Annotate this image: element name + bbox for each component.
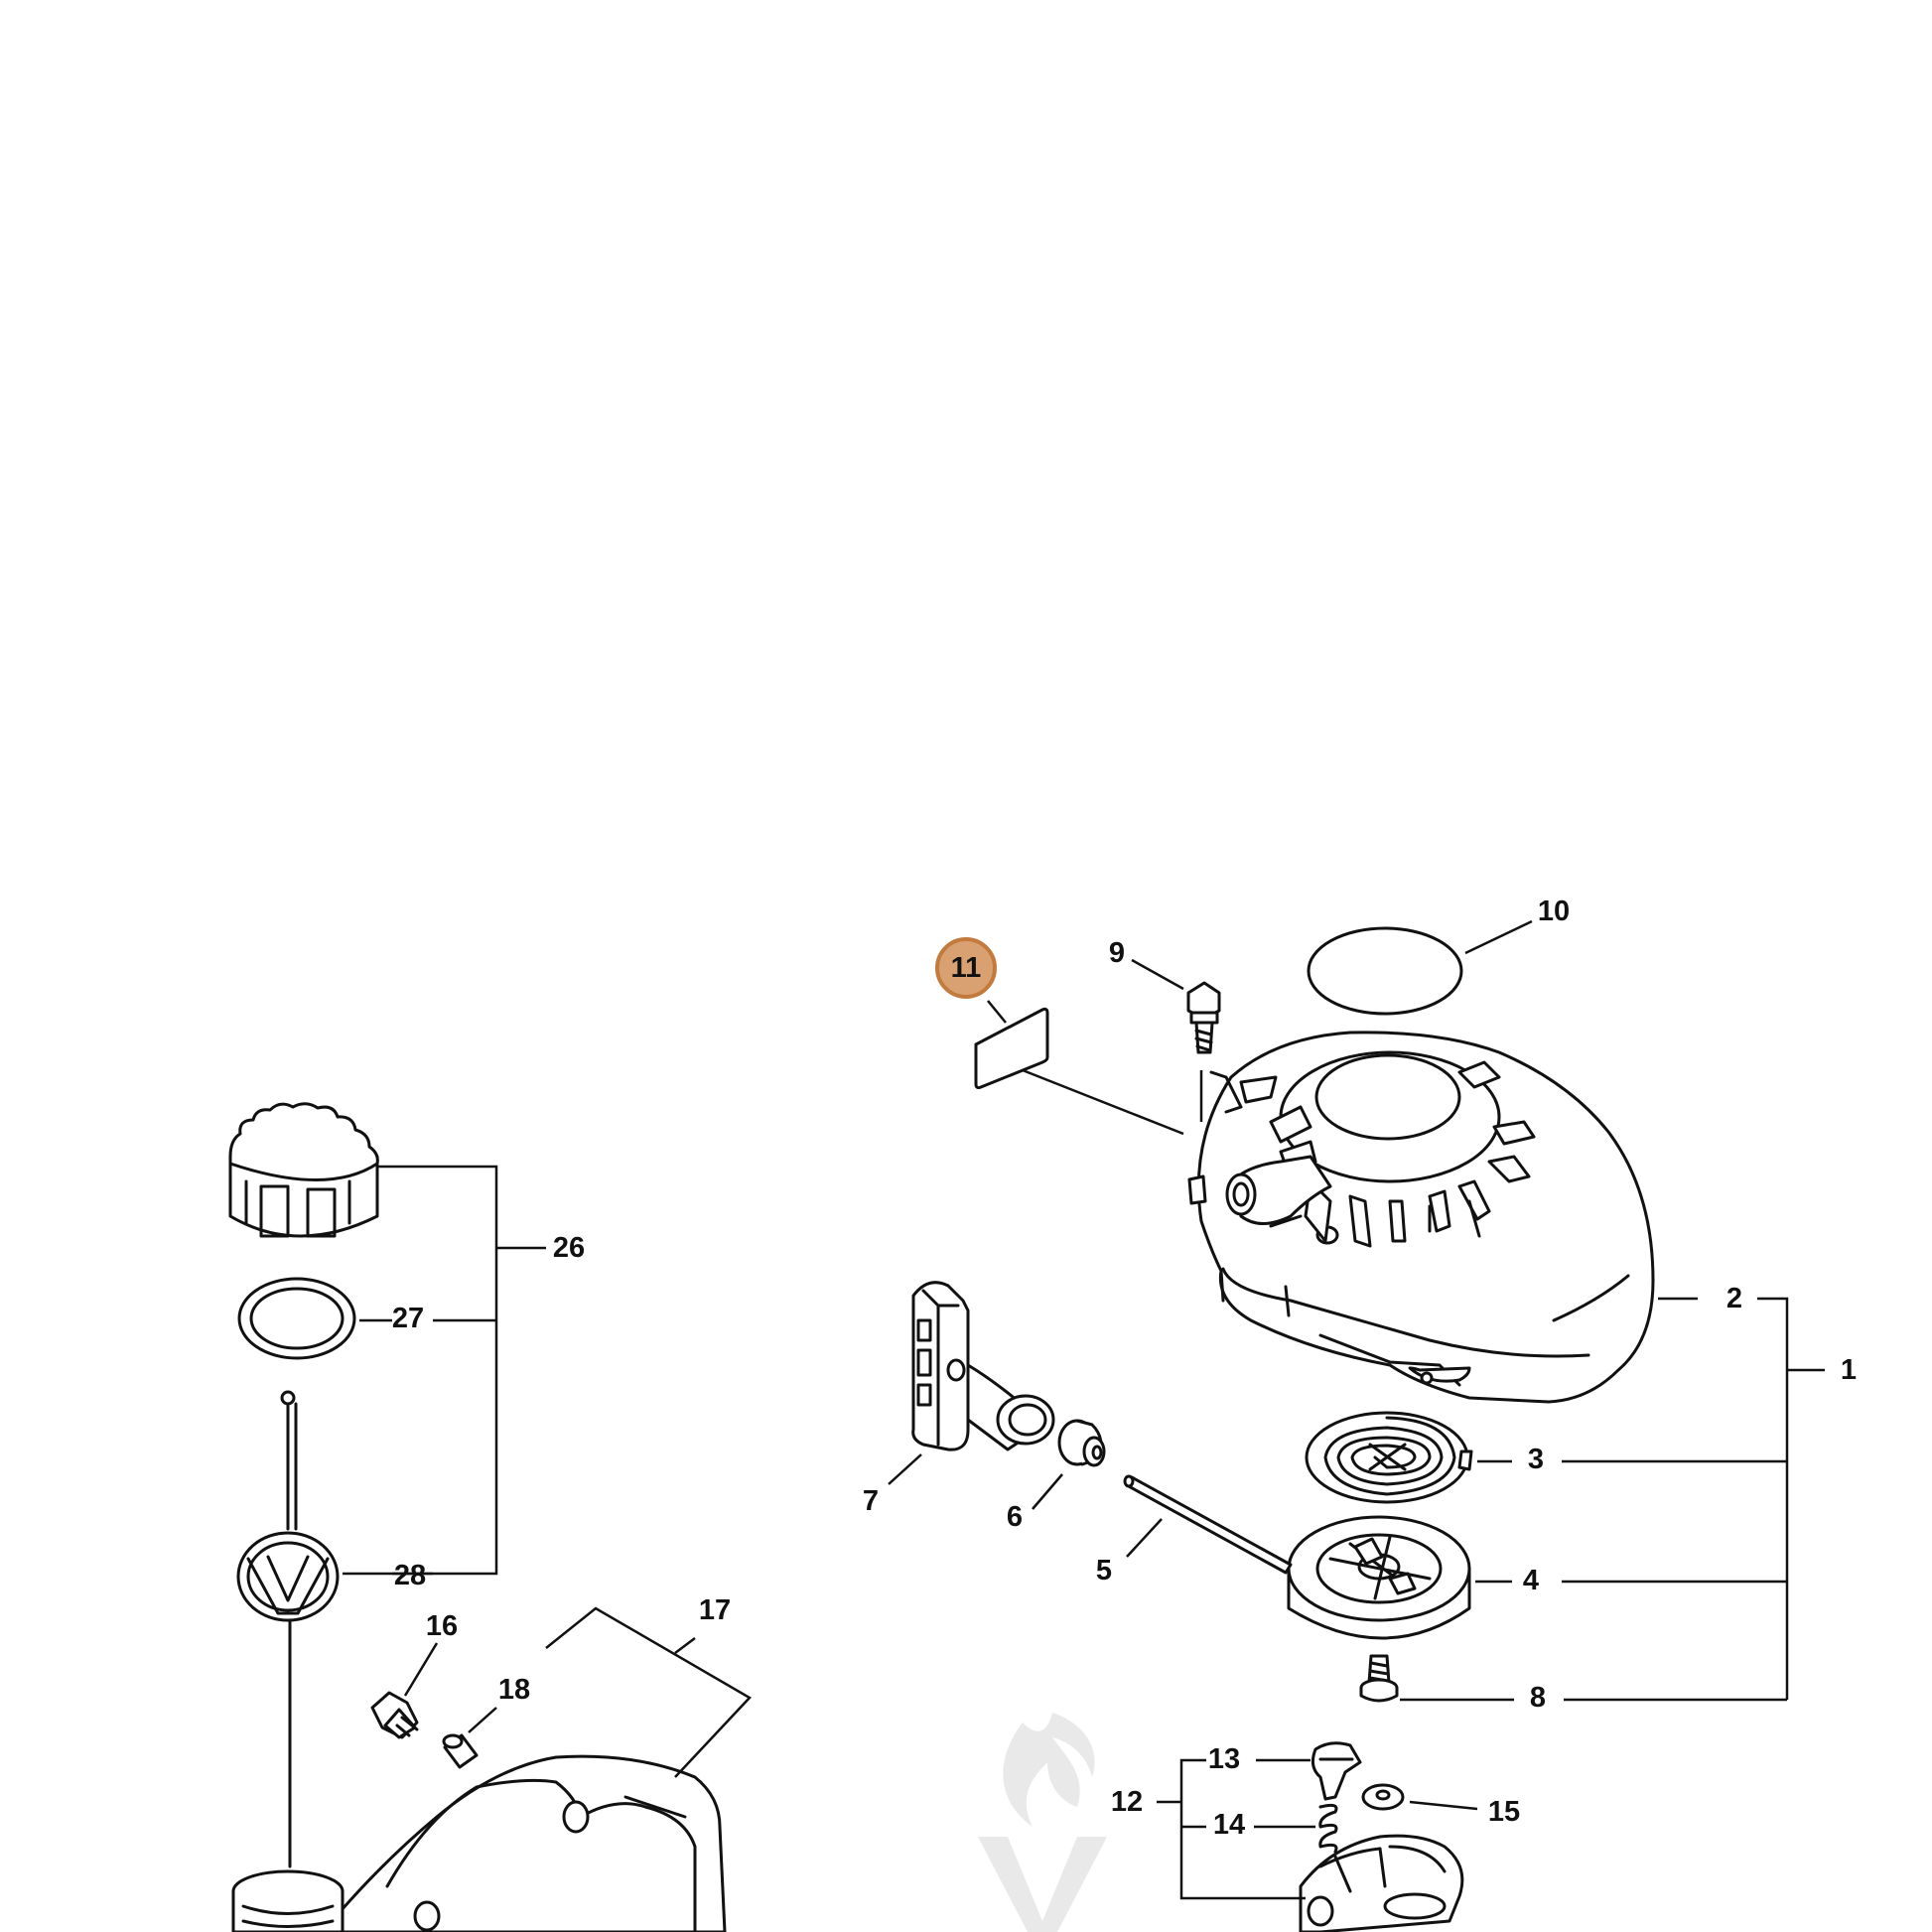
callout-15: 15 <box>1488 1796 1520 1828</box>
rewind-spring[interactable] <box>1305 1411 1473 1504</box>
callout-11: 11 <box>951 952 982 984</box>
highlight-circle[interactable] <box>935 937 997 999</box>
cover-disc[interactable] <box>1307 926 1463 1016</box>
callout-9: 9 <box>1109 937 1125 969</box>
callout-5: 5 <box>1096 1555 1112 1587</box>
highlight-callout[interactable]: 11 <box>935 937 997 999</box>
callout-labels: 1 2 3 4 5 6 7 8 9 10 12 13 14 15 16 17 1… <box>392 896 1857 1841</box>
callout-28: 28 <box>394 1560 426 1591</box>
pawl[interactable] <box>1311 1741 1362 1801</box>
callout-14: 14 <box>1213 1809 1245 1841</box>
fan-housing[interactable] <box>1187 1031 1655 1404</box>
fuel-cap-gasket[interactable] <box>237 1277 356 1360</box>
fuel-tank[interactable] <box>231 1754 727 1932</box>
callout-17: 17 <box>699 1594 731 1626</box>
callout-4: 4 <box>1523 1565 1539 1596</box>
rotor-screw[interactable] <box>1359 1654 1399 1703</box>
callout-7: 7 <box>863 1485 879 1517</box>
callout-10: 10 <box>1538 896 1570 927</box>
rope-rotor[interactable] <box>1287 1515 1471 1640</box>
pawl-carrier[interactable] <box>1299 1834 1464 1932</box>
tank-sleeve[interactable] <box>442 1733 479 1769</box>
decal-label[interactable] <box>974 1007 1049 1090</box>
tank-screw[interactable] <box>370 1691 419 1739</box>
callout-27: 27 <box>392 1303 424 1334</box>
callout-12: 12 <box>1111 1786 1143 1818</box>
starter-rope[interactable] <box>1123 1474 1293 1575</box>
fuel-cap[interactable] <box>228 1102 379 1238</box>
callout-6: 6 <box>1007 1501 1023 1533</box>
callout-16: 16 <box>426 1610 458 1642</box>
callout-8: 8 <box>1530 1682 1546 1714</box>
callout-2: 2 <box>1726 1283 1742 1314</box>
washer[interactable] <box>1361 1783 1405 1811</box>
callout-18: 18 <box>498 1674 530 1706</box>
watermark-logo <box>978 1713 1107 1932</box>
leader-lines <box>343 919 1825 1900</box>
rope-guide-bushing[interactable] <box>1057 1419 1106 1467</box>
callout-13: 13 <box>1208 1743 1240 1775</box>
starter-grip[interactable] <box>911 1281 1055 1451</box>
fan-housing-screw[interactable] <box>1186 981 1221 1122</box>
callout-1: 1 <box>1841 1354 1857 1386</box>
callout-3: 3 <box>1528 1444 1544 1475</box>
callout-26: 26 <box>553 1232 585 1264</box>
fuel-pickup-filter[interactable] <box>236 1390 340 1868</box>
pawl-spring[interactable] <box>1318 1803 1338 1854</box>
